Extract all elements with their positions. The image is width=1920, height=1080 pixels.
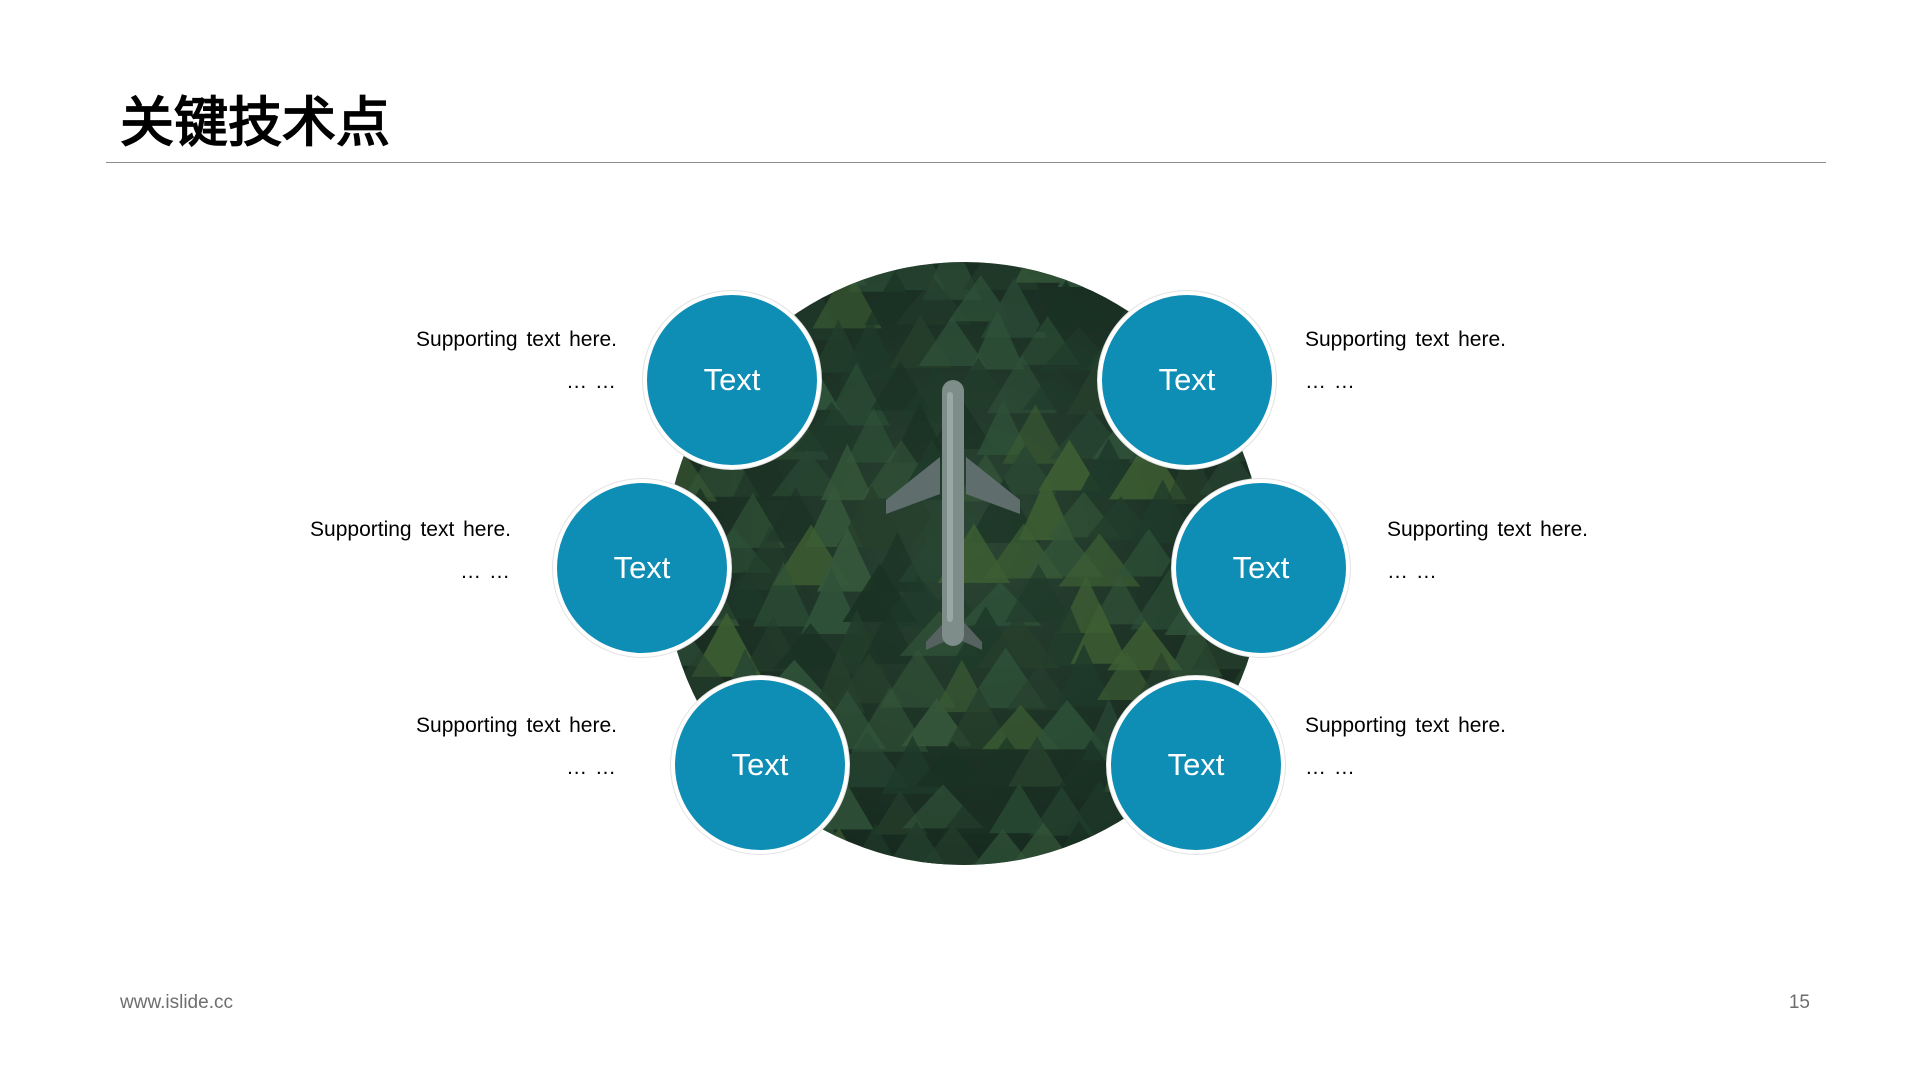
tree-shape bbox=[945, 687, 1013, 749]
node-top-right[interactable]: Text bbox=[1098, 291, 1276, 469]
tree-shape bbox=[1022, 365, 1090, 410]
tree-shape bbox=[1091, 574, 1148, 625]
support-text-bottom-left: Supporting text here. … … bbox=[357, 713, 617, 781]
page-number: 15 bbox=[1788, 992, 1810, 1013]
tree-shape bbox=[992, 445, 1058, 495]
support-ellipsis: … … bbox=[1387, 560, 1438, 583]
tree-shape bbox=[753, 561, 814, 627]
tree-shape bbox=[771, 449, 843, 497]
tree-shape bbox=[1129, 479, 1196, 544]
support-line: Supporting text here. bbox=[1305, 714, 1506, 737]
tree-shape bbox=[821, 784, 874, 830]
tree-shape bbox=[973, 828, 1032, 865]
support-ellipsis: … … bbox=[566, 756, 617, 779]
support-line: Supporting text here. bbox=[416, 328, 617, 351]
tree-shape bbox=[1096, 651, 1158, 700]
page-title: 关键技术点 bbox=[120, 91, 390, 154]
tree-shape bbox=[918, 316, 986, 367]
tree-shape bbox=[921, 824, 984, 865]
node-bottom-left[interactable]: Text bbox=[671, 676, 849, 854]
tree-shape bbox=[731, 434, 793, 501]
tree-shape bbox=[1006, 663, 1075, 711]
support-line: Supporting text here. bbox=[1305, 328, 1506, 351]
tree-shape bbox=[1038, 439, 1101, 491]
tree-shape bbox=[812, 266, 882, 329]
support-ellipsis: … … bbox=[566, 370, 617, 393]
tree-shape bbox=[664, 828, 684, 865]
support-text-bottom-right: Supporting text here. … … bbox=[1305, 713, 1565, 781]
tree-shape bbox=[1108, 438, 1187, 500]
node-top-left[interactable]: Text bbox=[643, 291, 821, 469]
tree-shape bbox=[1211, 262, 1264, 291]
tree-shape bbox=[1002, 404, 1069, 464]
tree-shape bbox=[1115, 528, 1182, 577]
airplane-icon bbox=[886, 380, 1020, 650]
tree-shape bbox=[894, 277, 972, 325]
tree-shape bbox=[793, 401, 871, 452]
node-bottom-right[interactable]: Text bbox=[1107, 676, 1285, 854]
tree-shape bbox=[845, 407, 902, 463]
tree-shape bbox=[712, 569, 777, 620]
support-text-mid-right: Supporting text here. … … bbox=[1387, 517, 1647, 585]
support-line: Supporting text here. bbox=[1387, 518, 1588, 541]
support-ellipsis: … … bbox=[1305, 370, 1356, 393]
node-mid-left[interactable]: Text bbox=[553, 479, 731, 657]
support-ellipsis: … … bbox=[460, 560, 511, 583]
tree-shape bbox=[664, 262, 736, 294]
title-divider bbox=[106, 162, 1826, 163]
tree-shape bbox=[860, 608, 918, 664]
tree-shape bbox=[834, 653, 904, 704]
tree-shape bbox=[975, 614, 1060, 668]
tree-shape bbox=[970, 309, 1025, 370]
tree-shape bbox=[1008, 736, 1067, 787]
tree-shape bbox=[1063, 780, 1137, 836]
support-ellipsis: … … bbox=[1305, 756, 1356, 779]
tree-shape bbox=[716, 262, 785, 281]
tree-shape bbox=[839, 317, 902, 382]
tree-shape bbox=[1070, 272, 1129, 324]
footer-url[interactable]: www.islide.cc bbox=[120, 992, 233, 1013]
tree-shape bbox=[879, 649, 957, 708]
tree-shape bbox=[1178, 262, 1249, 287]
tree-shape bbox=[664, 262, 692, 288]
support-text-top-left: Supporting text here. … … bbox=[357, 327, 617, 395]
node-mid-right[interactable]: Text bbox=[1172, 479, 1350, 657]
tree-shape bbox=[1004, 563, 1073, 623]
tree-shape bbox=[1026, 699, 1108, 750]
support-text-top-right: Supporting text here. … … bbox=[1305, 327, 1565, 395]
tree-shape bbox=[989, 783, 1050, 834]
tree-shape bbox=[1055, 644, 1113, 707]
tree-shape bbox=[851, 687, 929, 752]
tree-shape bbox=[915, 740, 991, 787]
tree-shape bbox=[773, 623, 847, 669]
support-line: Supporting text here. bbox=[416, 714, 617, 737]
support-text-mid-left: Supporting text here. … … bbox=[251, 517, 511, 585]
support-line: Supporting text here. bbox=[310, 518, 511, 541]
